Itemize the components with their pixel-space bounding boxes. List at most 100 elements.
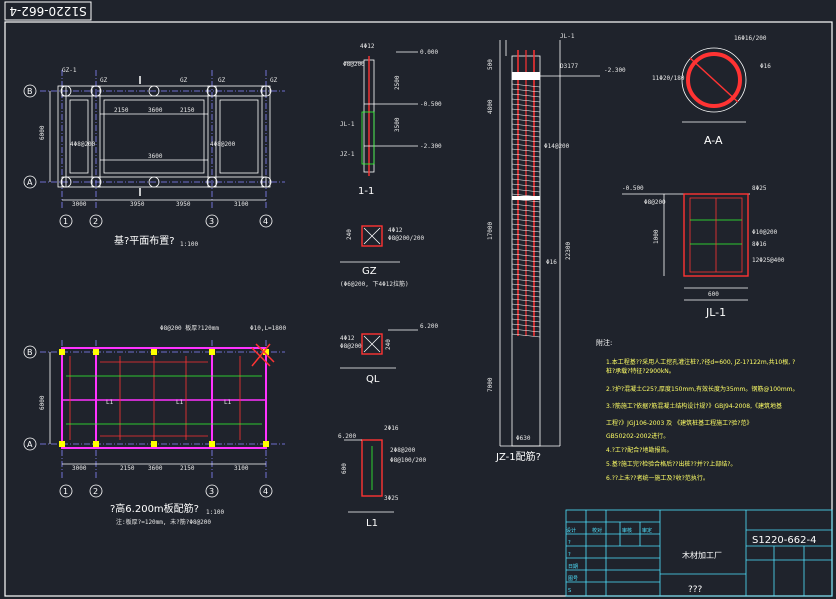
section-1-1 (345, 51, 418, 176)
stirrup-line (511, 123, 541, 128)
axis-label-4: 4 (263, 487, 268, 496)
gz-section (340, 225, 400, 263)
rebar-label: 4Φ8@200 (70, 141, 96, 148)
tb-cell: 校对 (592, 527, 602, 534)
jz1-pile-elevation (499, 40, 600, 447)
rebar-label: Φ14@200 (544, 143, 570, 150)
stirrup-line (511, 228, 541, 233)
rebar-label: 4Φ12 (388, 227, 403, 234)
tb-cell: 图号 (568, 576, 578, 582)
rebar-label: 11Φ20/180 (652, 75, 685, 82)
plan-bottom-note: 注:板厚?=120mm, 未?筋?Φ8@200 (116, 518, 211, 526)
plan-bottom-scale: 1:100 (206, 509, 224, 516)
tb-cell: ? (568, 552, 571, 558)
elevation-label: -0.500 (420, 101, 442, 108)
tb-cell: 审定 (642, 527, 652, 534)
dim-label: 240 (385, 339, 392, 350)
dim-label: 17000 (487, 222, 494, 240)
stirrup-line (511, 243, 541, 248)
dim-bay-1: 3000 (72, 201, 87, 208)
axis-label-1: 1 (63, 217, 68, 226)
drawing-name: ??? (688, 585, 703, 595)
pile-diameter: Φ630 (516, 435, 531, 442)
jz1-stirrups (511, 83, 541, 338)
ql-title: QL (366, 374, 380, 385)
stirrup-line (511, 128, 541, 133)
stirrup-line (511, 263, 541, 268)
dim-inner: 3600 (148, 153, 163, 160)
rebar-label: Φ10@200 (752, 229, 778, 236)
slab-note-top: Φ8@200 板厚?120mm (160, 324, 219, 332)
plan-bottom-title: ?高6.200m板配筋? (110, 502, 199, 515)
jl1-section (622, 193, 750, 301)
tag-gz: GZ (270, 77, 278, 84)
rebar-label: 16Φ16/200 (734, 35, 767, 42)
axis-label-b: B (27, 87, 33, 96)
section-1-1-title: 1-1 (358, 186, 374, 197)
stirrup-line (511, 308, 541, 313)
rebar-label: Φ8@100/200 (390, 457, 427, 464)
stirrup-line (511, 298, 541, 303)
aa-title: A-A (704, 134, 723, 147)
axis-label-2: 2 (93, 487, 98, 496)
dim-label: 3500 (394, 117, 401, 132)
elevation-label: 6.200 (338, 433, 356, 440)
stirrup-line (511, 183, 541, 188)
dim-label: 1000 (653, 229, 660, 244)
project-name: 木材加工厂 (682, 550, 722, 560)
elevation-label: -0.500 (622, 185, 644, 192)
elevation-label: -2.300 (604, 67, 626, 74)
rebar-label: Φ8@200/200 (388, 235, 425, 242)
rebar-label: Φ16 (546, 259, 557, 266)
dim-bay-4: 3100 (234, 201, 249, 208)
plan-bottom-texts: Φ8@200 板厚?120mm Φ10,L=1800 L1 L1 L1 6000… (39, 324, 287, 526)
stirrup-line (511, 93, 541, 98)
stirrup-line (511, 293, 541, 298)
note-item: 工程?》JGJ106-2003 及 《建筑桩基工程施工?验?范》 (606, 419, 752, 427)
stirrup-line (511, 323, 541, 328)
rebar-label: Φ8@200 (340, 343, 362, 350)
stirrup-line (511, 138, 541, 143)
note-item: 2.?护?混凝土C25?,厚度150mm,有效长度为35mm。钢筋@100mm。 (606, 385, 799, 393)
section-1-1-texts: 4Φ12 Φ8@200 0.000 -0.500 -2.300 2500 350… (340, 43, 442, 197)
axis-label-2: 2 (93, 217, 98, 226)
dim-label: 2500 (394, 75, 401, 90)
l1-title: L1 (366, 518, 378, 529)
stirrup-line (511, 98, 541, 103)
dim-side: 6000 (39, 395, 46, 410)
title-block (565, 509, 833, 597)
stirrup-line (511, 333, 541, 338)
stirrup-line (511, 258, 541, 263)
stirrup-line (511, 283, 541, 288)
stirrup-line (511, 148, 541, 153)
beam-tag: JL-1 (560, 33, 575, 40)
plan-bottom (40, 340, 285, 480)
aa-section (681, 47, 747, 123)
ql-section (340, 329, 418, 369)
stirrup-line (511, 203, 541, 208)
rebar-label: 2Φ16 (384, 425, 399, 432)
stirrup-line (511, 108, 541, 113)
note-item: 6.??上未??者统一施工及?收?范执行。 (606, 474, 709, 482)
stirrup-line (511, 223, 541, 228)
rebar-label: 4Φ12 (340, 335, 355, 342)
jl1-title: JL-1 (705, 306, 726, 319)
dim-bay-2: 2150 (120, 465, 135, 472)
tag-gz: GZ (218, 77, 226, 84)
dim-bay-1: 3000 (72, 465, 87, 472)
axis-label-3: 3 (209, 487, 214, 496)
stirrup-line (511, 83, 541, 88)
rebar-label: 2Φ8@200 (390, 447, 416, 454)
axis-label-3: 3 (209, 217, 214, 226)
elevation-label: -2.300 (420, 143, 442, 150)
corner-bar-note: Φ10,L=1800 (250, 325, 287, 332)
stirrup-line (511, 193, 541, 198)
stirrup-line (511, 198, 541, 203)
dim-bay-3: 3950 (176, 201, 191, 208)
slab-label: L1 (176, 399, 184, 406)
stirrup-line (511, 268, 541, 273)
rebar-label: 8Φ16 (752, 241, 767, 248)
pile-tag: JZ-1 (340, 151, 355, 158)
stirrup-line (511, 253, 541, 258)
